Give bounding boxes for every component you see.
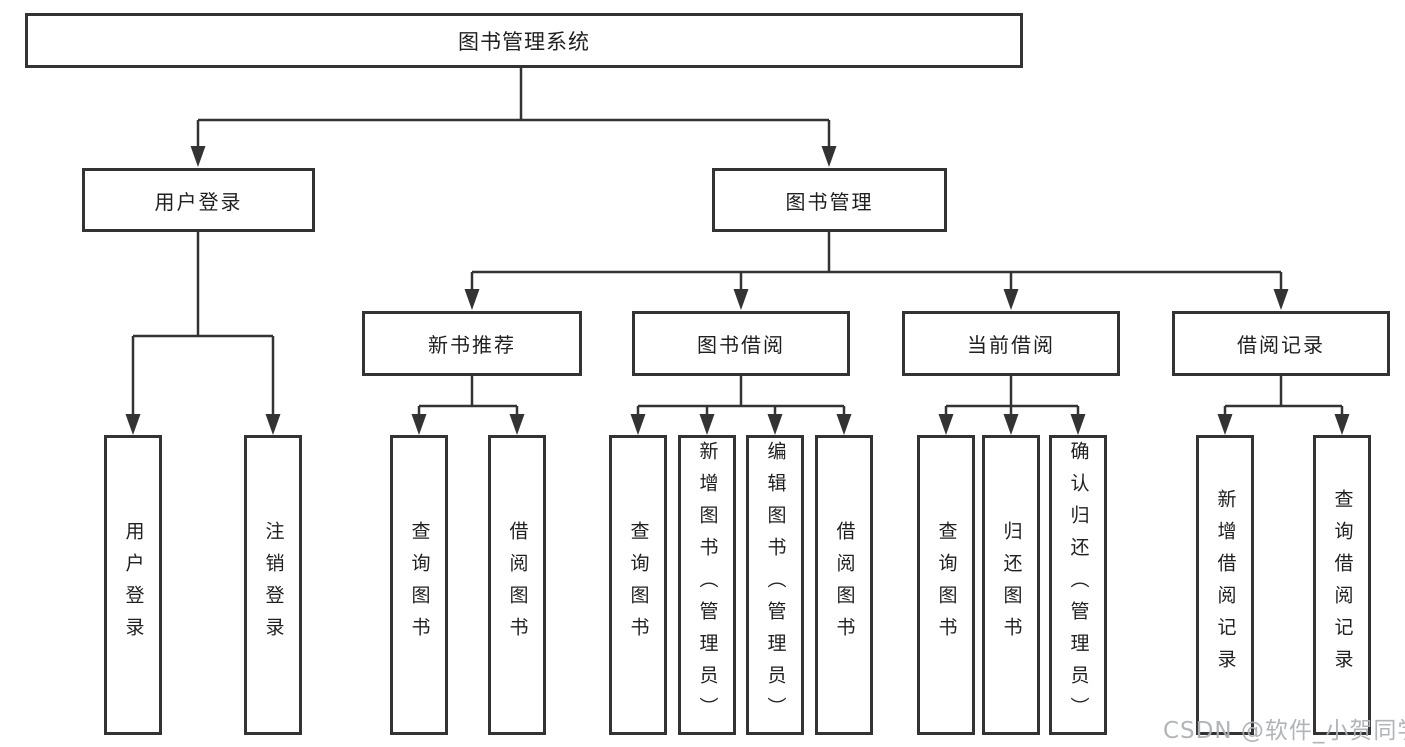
node-query-books-current-label: 查询图书 — [935, 521, 958, 649]
node-borrowing-records: 借阅记录 — [1172, 311, 1390, 376]
node-book-management: 图书管理 — [712, 168, 947, 232]
connector-new-book-children — [417, 376, 519, 416]
node-query-books-recommend: 查询图书 — [390, 435, 448, 735]
connector-current-borrow-children — [944, 376, 1080, 416]
node-query-borrow-record: 查询借阅记录 — [1313, 435, 1371, 735]
node-borrow-books-label: 借阅图书 — [833, 521, 856, 649]
node-logout-label: 注销登录 — [262, 521, 285, 649]
node-add-borrow-record: 新增借阅记录 — [1196, 435, 1254, 735]
node-new-book-recommend-label: 新书推荐 — [428, 333, 516, 357]
node-borrowing-records-label: 借阅记录 — [1237, 333, 1325, 357]
arrowheads-level3 — [464, 289, 1289, 310]
connector-root-to-level2 — [196, 68, 831, 148]
node-add-book-admin-label: 新增图书（管理员） — [696, 441, 719, 729]
node-user-login-label: 用户登录 — [154, 189, 243, 214]
csdn-watermark: CSDN @软件_小贺同学 — [1163, 718, 1405, 744]
node-user-login-leaf-label: 用户登录 — [122, 521, 145, 649]
node-borrow-books: 借阅图书 — [815, 435, 873, 735]
connector-book-borrow-children — [636, 376, 846, 416]
node-book-borrowing: 图书借阅 — [632, 311, 850, 376]
node-edit-book-admin-label: 编辑图书（管理员） — [764, 441, 787, 729]
node-book-borrowing-label: 图书借阅 — [697, 333, 785, 357]
node-confirm-return-admin: 确认归还（管理员） — [1049, 435, 1107, 735]
node-return-books-label: 归还图书 — [1000, 521, 1023, 649]
connector-user-login-children — [131, 232, 275, 416]
node-library-system: 图书管理系统 — [25, 13, 1023, 68]
node-query-books-borrow-label: 查询图书 — [627, 521, 650, 649]
node-borrow-books-recommend-label: 借阅图书 — [506, 521, 529, 649]
node-current-borrowing-label: 当前借阅 — [967, 333, 1055, 357]
node-book-management-label: 图书管理 — [785, 189, 874, 214]
node-query-borrow-record-label: 查询借阅记录 — [1331, 489, 1354, 681]
arrowheads-leaf-row — [125, 414, 1350, 435]
node-confirm-return-admin-label: 确认归还（管理员） — [1067, 441, 1090, 729]
node-query-books-recommend-label: 查询图书 — [408, 521, 431, 649]
connector-book-management-children — [470, 232, 1283, 291]
node-query-books-borrow: 查询图书 — [609, 435, 667, 735]
node-query-books-current: 查询图书 — [917, 435, 975, 735]
node-borrow-books-recommend: 借阅图书 — [488, 435, 546, 735]
arrowheads-level2 — [190, 146, 837, 167]
node-logout: 注销登录 — [244, 435, 302, 735]
node-edit-book-admin: 编辑图书（管理员） — [746, 435, 804, 735]
node-current-borrowing: 当前借阅 — [902, 311, 1120, 376]
connector-records-children — [1223, 376, 1344, 416]
node-user-login: 用户登录 — [82, 168, 315, 232]
node-return-books: 归还图书 — [982, 435, 1040, 735]
node-new-book-recommend: 新书推荐 — [362, 311, 582, 376]
node-add-borrow-record-label: 新增借阅记录 — [1214, 489, 1237, 681]
node-user-login-leaf: 用户登录 — [104, 435, 162, 735]
node-add-book-admin: 新增图书（管理员） — [678, 435, 736, 735]
node-library-system-label: 图书管理系统 — [458, 29, 590, 54]
